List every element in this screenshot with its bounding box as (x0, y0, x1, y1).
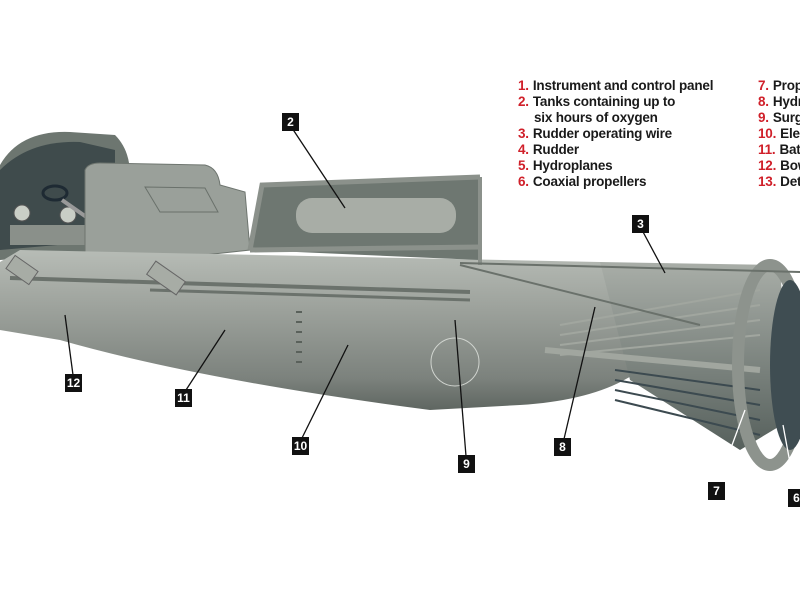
legend-number: 10. (758, 126, 777, 141)
legend-item: 6.Coaxial propellers (518, 174, 713, 190)
legend-label: Coaxial propellers (532, 174, 647, 189)
legend-number: 9. (758, 110, 769, 125)
hull (0, 250, 650, 410)
callout-11: 11 (175, 389, 192, 407)
legend-item: 3.Rudder operating wire (518, 126, 713, 142)
legend-number: 4. (518, 142, 529, 157)
legend-item: 5.Hydroplanes (518, 158, 713, 174)
rudder-cage (544, 289, 761, 373)
legend-item: 10.Elec (758, 126, 800, 142)
legend-label: Bat (779, 142, 800, 157)
callout-10: 10 (292, 437, 309, 455)
legend-column-1: 1.Instrument and control panel 2.Tanks c… (518, 78, 713, 190)
leader-lines (64, 127, 796, 491)
legend-label-continued: six hours of oxygen (534, 110, 658, 125)
legend-label: Tanks containing up to (532, 94, 676, 109)
legend-label: Instrument and control panel (532, 78, 714, 93)
legend-number: 7. (758, 78, 769, 93)
callout-7: 7 (708, 482, 725, 500)
propellers (770, 280, 800, 450)
callout-3: 3 (632, 215, 649, 233)
legend-item: 8.Hydr (758, 94, 800, 110)
legend-number: 5. (518, 158, 529, 173)
legend-number: 11. (758, 142, 776, 157)
legend-label: Rudder operating wire (532, 126, 672, 141)
legend-label: Surg (772, 110, 800, 125)
legend-column-2: 7.Prop 8.Hydr 9.Surg 10.Elec 11.Bat 12.B… (758, 78, 800, 190)
callout-9: 9 (458, 455, 475, 473)
legend-number: 13. (758, 174, 777, 189)
legend-item: 1.Instrument and control panel (518, 78, 713, 94)
legend-label: Det (780, 174, 800, 189)
legend-label: Prop (772, 78, 800, 93)
legend-item: 11.Bat (758, 142, 800, 158)
legend-item: 12.Bow (758, 158, 800, 174)
rudder-wire (459, 262, 800, 273)
legend-number: 3. (518, 126, 529, 141)
legend-number: 8. (758, 94, 769, 109)
callout-6: 6 (788, 489, 800, 507)
legend-item: 13.Det (758, 174, 800, 190)
surge-tank-hatch (430, 337, 480, 387)
legend-number: 6. (518, 174, 529, 189)
seat-housing (84, 162, 251, 269)
legend-number: 2. (518, 94, 529, 109)
legend-item: 7.Prop (758, 78, 800, 94)
legend-label: Hydr (772, 94, 800, 109)
legend-number: 1. (518, 78, 529, 93)
propeller-guard (732, 259, 800, 471)
legend-label: Elec (780, 126, 800, 141)
callout-12: 12 (65, 374, 82, 392)
callout-2: 2 (282, 113, 299, 131)
callout-8: 8 (554, 438, 571, 456)
oxygen-tank-frame (247, 174, 482, 265)
legend-item: 4.Rudder (518, 142, 713, 158)
legend-number: 12. (758, 158, 777, 173)
legend-label: Hydroplanes (532, 158, 613, 173)
legend-item: 2.Tanks containing up to (518, 94, 713, 110)
legend-item: 9.Surg (758, 110, 800, 126)
legend-label: Rudder (532, 142, 579, 157)
legend-label: Bow (780, 158, 800, 173)
